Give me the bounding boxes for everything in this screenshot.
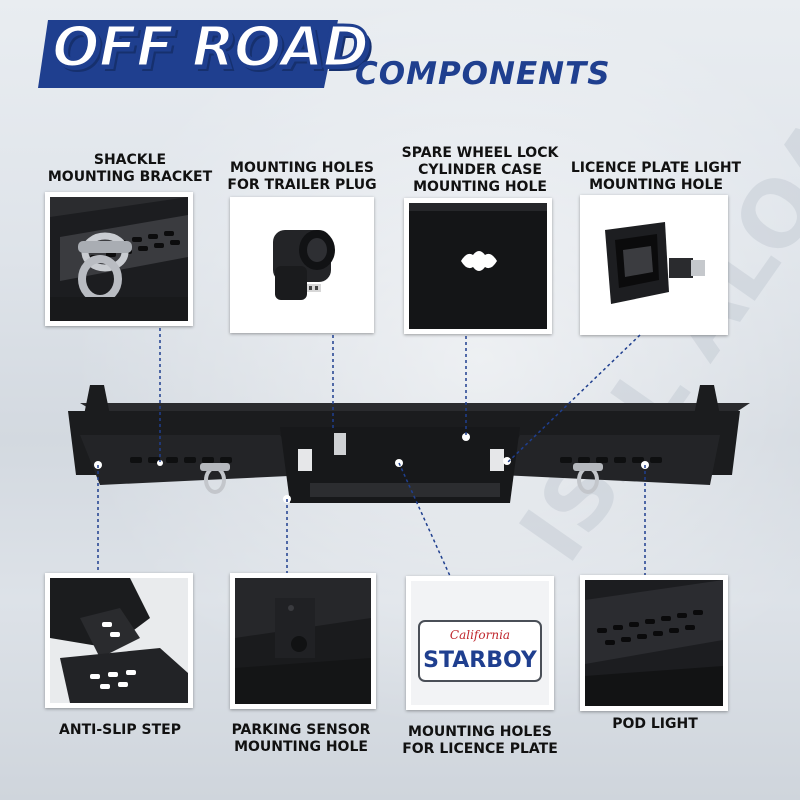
panel-anti-slip-step [45,573,193,708]
label-licence-plate-holes: MOUNTING HOLES FOR LICENCE PLATE [402,724,558,757]
label-parking-sensor: PARKING SENSOR MOUNTING HOLE [231,722,371,755]
label-anti-slip-step: ANTI-SLIP STEP [59,722,181,738]
shackle-closeup-image [50,197,188,321]
label-licence-plate-light: LICENCE PLATE LIGHT MOUNTING HOLE [570,160,742,193]
panel-parking-sensor [230,573,376,709]
title-banner-shape [38,20,338,88]
panel-pod-light [580,575,728,711]
licence-plate-image: California STARBOY [411,581,549,705]
panel-spare-wheel-lock [404,198,552,334]
page-title: OFF ROAD [50,14,370,81]
panel-trailer-plug [230,197,374,333]
plate-light-image [585,200,723,330]
parking-sensor-image [235,578,371,704]
step-closeup-image [50,578,188,703]
label-shackle-mounting-bracket: SHACKLE MOUNTING BRACKET [47,152,213,185]
pod-light-image [585,580,723,706]
spare-wheel-hole-image [409,203,547,329]
trailer-plug-image [235,202,369,328]
label-pod-light: POD LIGHT [612,716,698,732]
panel-licence-plate-holes: California STARBOY [406,576,554,710]
plate-state: California [450,628,510,642]
panel-shackle-mounting-bracket [45,192,193,326]
panel-licence-plate-light [580,195,728,335]
label-spare-wheel-lock: SPARE WHEEL LOCK CYLINDER CASE MOUNTING … [401,145,559,195]
plate-number: STARBOY [423,648,538,673]
page-subtitle: COMPONENTS [355,56,611,92]
rear-bumper-image [68,385,750,503]
label-trailer-plug-holes: MOUNTING HOLES FOR TRAILER PLUG [227,160,377,193]
